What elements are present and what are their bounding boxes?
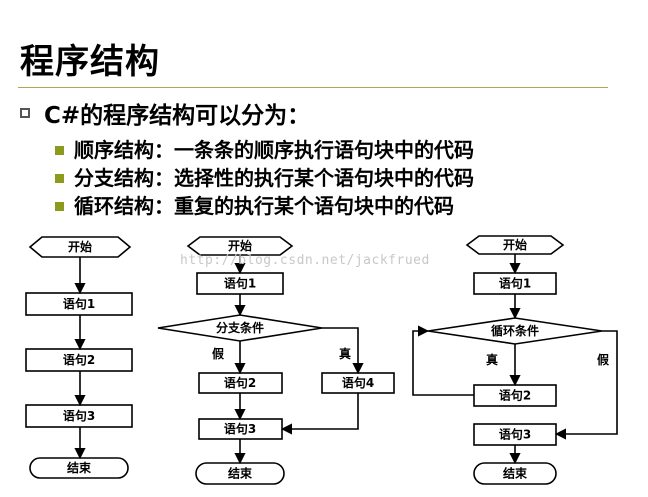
end-label: 结束 bbox=[228, 466, 253, 481]
false-label: 假 bbox=[597, 352, 610, 367]
start-label: 开始 bbox=[503, 237, 527, 252]
true-label: 真 bbox=[486, 352, 498, 367]
main-bullet: C#的程序结构可以分为： bbox=[20, 96, 310, 130]
false-label: 假 bbox=[212, 346, 225, 361]
stmt2-label: 语句2 bbox=[63, 352, 95, 367]
condition-label: 分支条件 bbox=[216, 320, 264, 335]
flow-arrow bbox=[554, 330, 618, 440]
start-node bbox=[186, 236, 294, 256]
watermark: http://blog.csdn.net/jackfrued bbox=[180, 253, 430, 268]
flow-arrow bbox=[322, 327, 364, 375]
page-title: 程序结构 bbox=[20, 42, 160, 82]
stmt1-label: 语句1 bbox=[224, 276, 256, 291]
stmt4-label: 语句4 bbox=[342, 375, 374, 390]
structure-list: 顺序结构：一条条的顺序执行语句块中的代码 分支结构：选择性的执行某个语句块中的代… bbox=[55, 136, 474, 220]
loop-back-arrow bbox=[412, 325, 474, 396]
sequence-flowchart bbox=[25, 236, 133, 479]
start-label: 开始 bbox=[68, 239, 92, 254]
list-item-text: 顺序结构：一条条的顺序执行语句块中的代码 bbox=[74, 138, 474, 162]
end-label: 结束 bbox=[67, 460, 92, 475]
true-label: 真 bbox=[339, 346, 351, 361]
loop-flowchart bbox=[412, 235, 618, 485]
square-bullet-icon bbox=[55, 201, 64, 211]
end-label: 结束 bbox=[503, 466, 528, 481]
stmt3-label: 语句3 bbox=[63, 408, 95, 423]
list-item: 顺序结构：一条条的顺序执行语句块中的代码 bbox=[55, 136, 474, 164]
square-bullet-icon bbox=[55, 173, 64, 183]
flow-arrow bbox=[280, 393, 359, 435]
start-label: 开始 bbox=[228, 238, 252, 253]
stmt1-label: 语句1 bbox=[499, 276, 531, 291]
list-item-text: 分支结构：选择性的执行某个语句块中的代码 bbox=[74, 166, 474, 190]
branch-flowchart bbox=[157, 236, 395, 485]
stmt2-label: 语句2 bbox=[224, 375, 256, 390]
list-item: 循环结构：重复的执行某个语句块中的代码 bbox=[55, 192, 474, 220]
main-bullet-text: C#的程序结构可以分为： bbox=[44, 103, 311, 129]
stmt1-label: 语句1 bbox=[63, 296, 95, 311]
square-bullet-icon bbox=[20, 108, 30, 118]
list-item: 分支结构：选择性的执行某个语句块中的代码 bbox=[55, 164, 474, 192]
start-node bbox=[28, 236, 132, 258]
stmt3-label: 语句3 bbox=[224, 421, 256, 436]
list-item-text: 循环结构：重复的执行某个语句块中的代码 bbox=[74, 194, 454, 218]
start-node bbox=[465, 235, 565, 255]
stmt2-label: 语句2 bbox=[499, 388, 531, 403]
title-divider bbox=[18, 87, 608, 88]
condition-label: 循环条件 bbox=[491, 323, 539, 338]
square-bullet-icon bbox=[55, 145, 64, 155]
stmt3-label: 语句3 bbox=[499, 427, 531, 442]
